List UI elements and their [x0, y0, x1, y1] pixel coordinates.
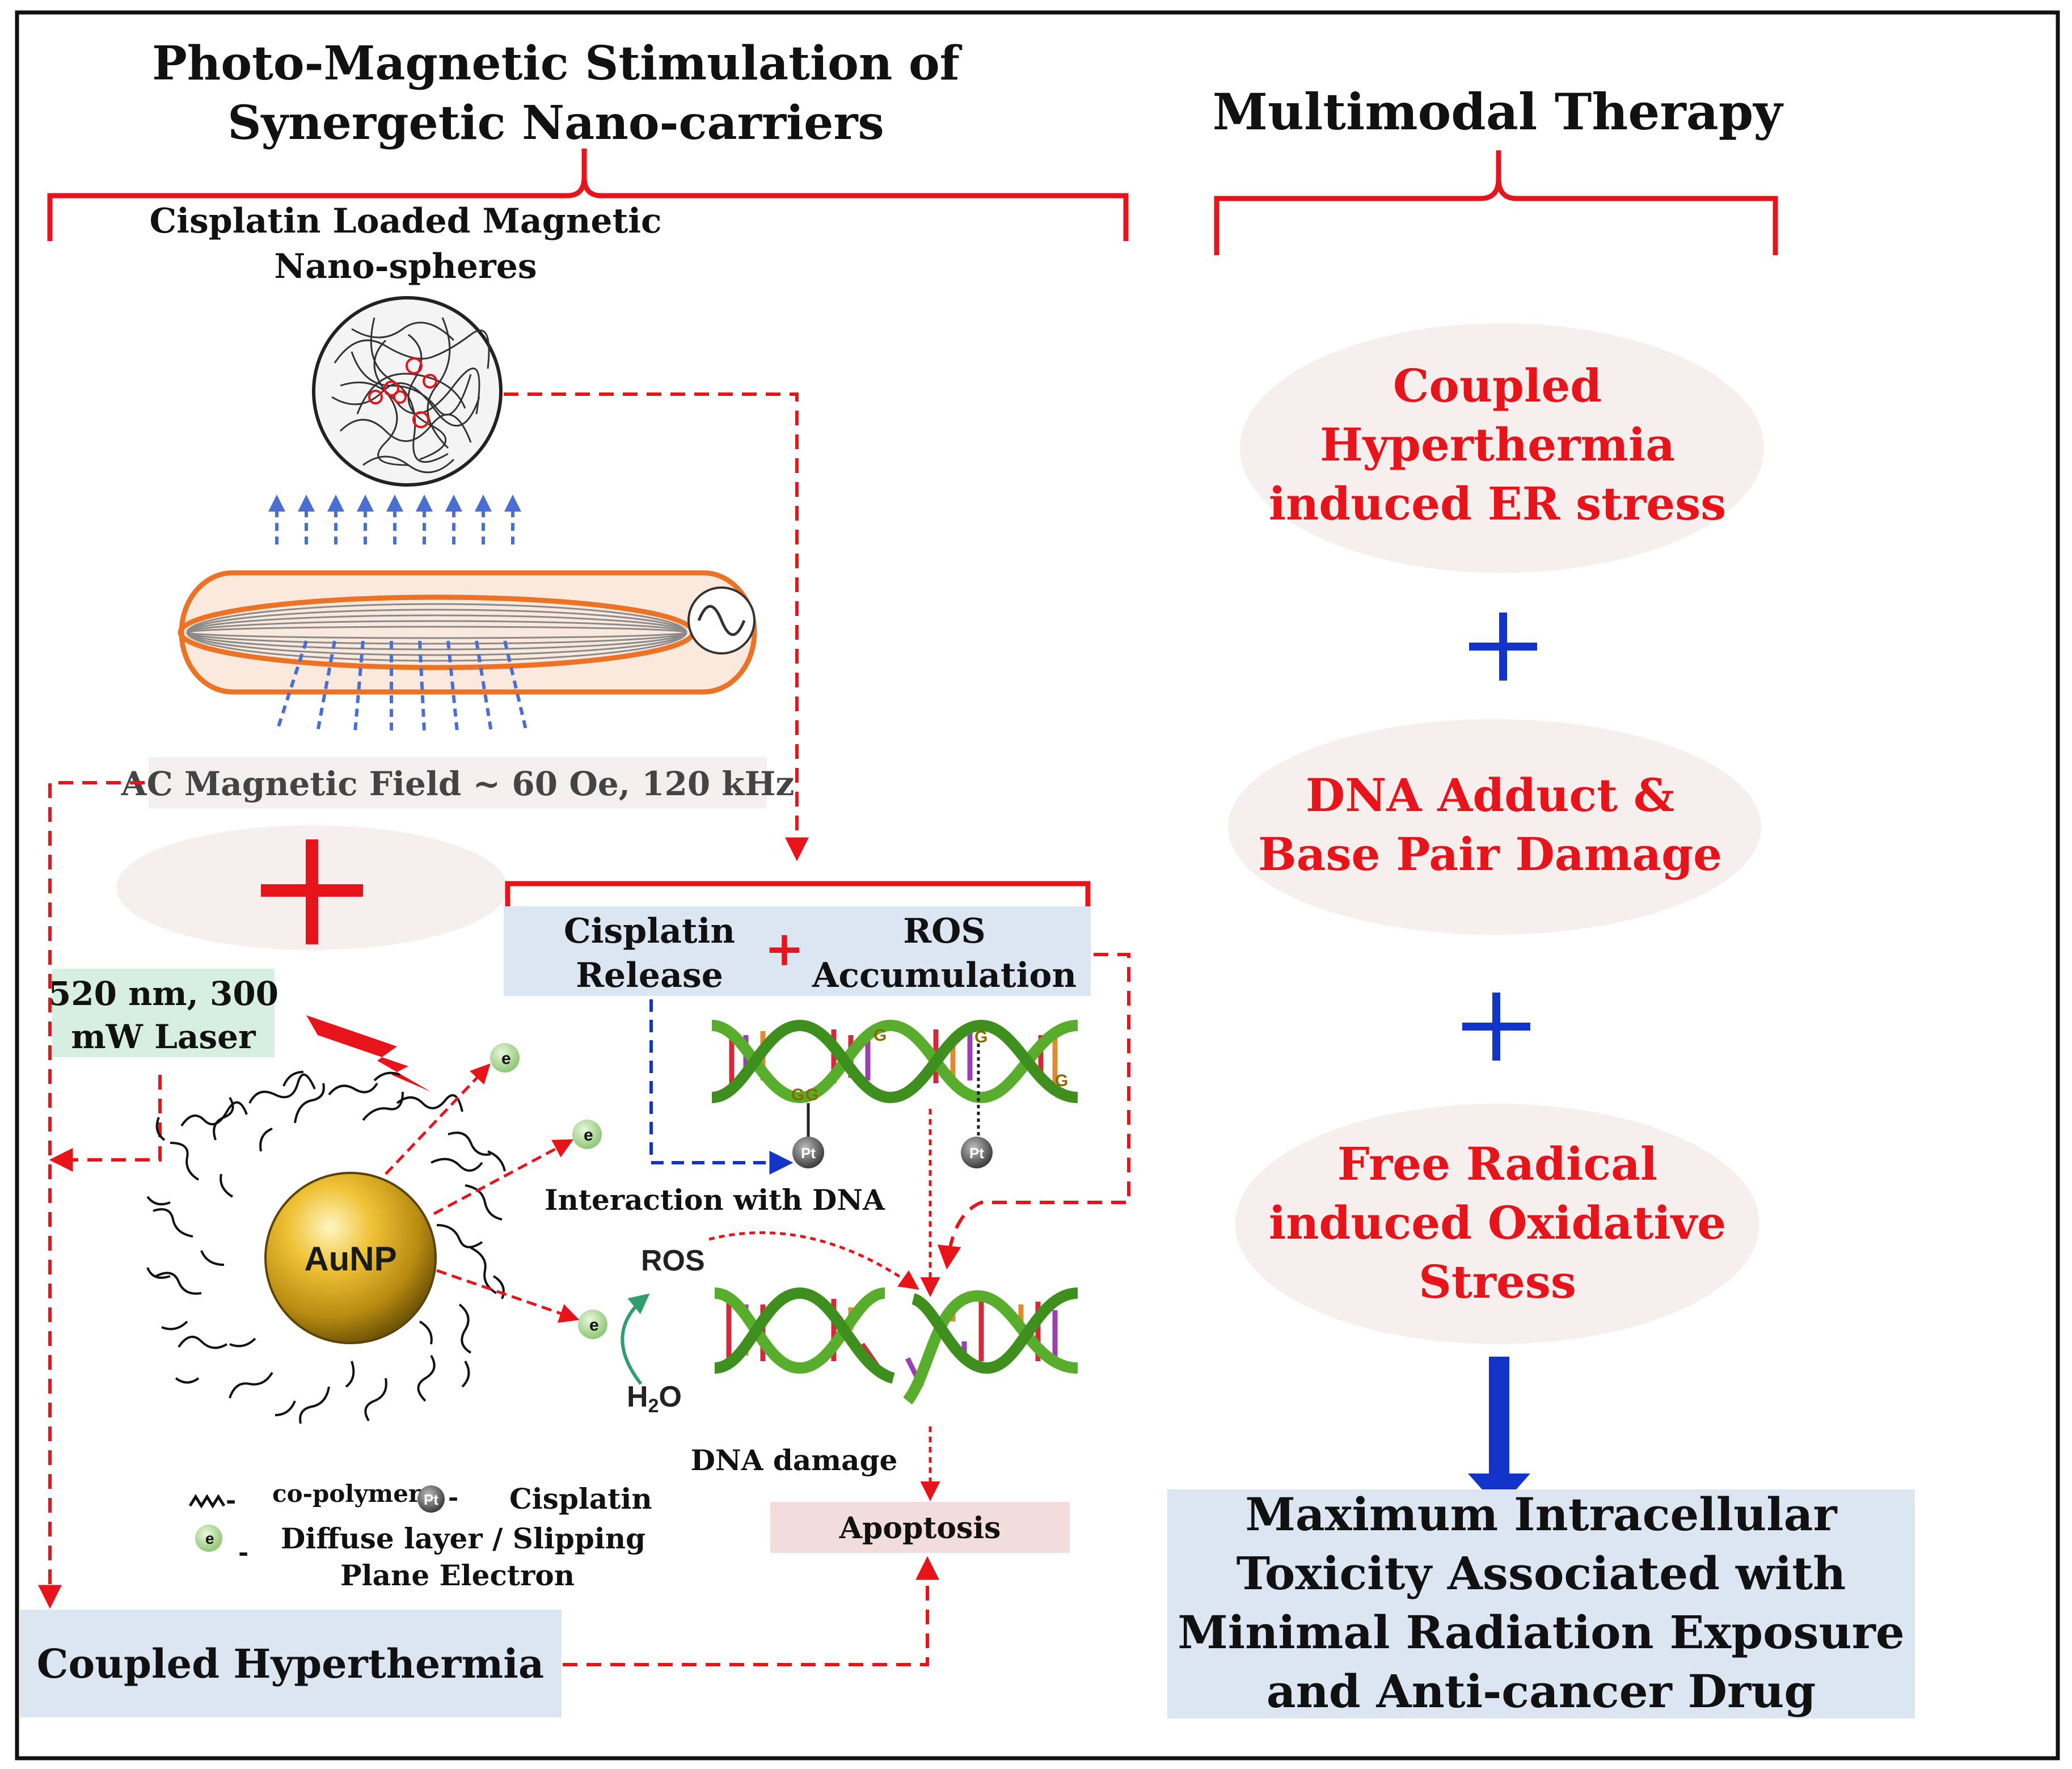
apoptosis-label: Apoptosis — [839, 1511, 1001, 1546]
laser-label-line1: 520 nm, 300 — [48, 974, 278, 1013]
dna-helix-damaged — [714, 1287, 1078, 1405]
cisplatin-bound-2 — [961, 1137, 993, 1168]
legend-copolymer-label: co-polymer — [272, 1480, 421, 1508]
release-box-plus: + — [765, 921, 804, 977]
hyperthermia-to-apoptosis-arrow — [563, 1556, 939, 1666]
apoptosis-box — [770, 1502, 1070, 1553]
laser-to-loop-arrow — [49, 1075, 162, 1172]
therapy-item-3-line3: Stress — [1419, 1255, 1576, 1308]
electron-3: e — [578, 1310, 607, 1339]
therapy-item-3-ellipse — [1235, 1104, 1759, 1344]
left-heading-line1: Photo-Magnetic Stimulation of — [152, 36, 963, 91]
interaction-label: Interaction with DNA — [545, 1183, 885, 1217]
therapy-item-1-line3: induced ER stress — [1269, 477, 1726, 530]
legend-electron-label-line2: Plane Electron — [340, 1559, 575, 1592]
outcome-line4: and Anti-cancer Drug — [1267, 1665, 1816, 1718]
legend-electron-icon: e — [195, 1525, 222, 1552]
ros-loop-arrow — [937, 953, 1130, 1270]
field-lines-up — [268, 495, 521, 544]
magnetic-field-label: AC Magnetic Field ~ 60 Oe, 120 kHz — [121, 765, 795, 803]
therapy-item-1-line1: Coupled — [1393, 359, 1602, 412]
therapy-down-arrow — [1468, 1357, 1530, 1509]
field-to-hyperthermia-arrow — [38, 781, 145, 1609]
svg-text:Pt: Pt — [969, 1145, 984, 1162]
aunp-particle: AuNP — [146, 1071, 506, 1424]
therapy-plus-2 — [1462, 993, 1530, 1061]
release-bracket — [505, 881, 1091, 907]
therapy-item-1-ellipse — [1240, 323, 1764, 573]
coupled-hyperthermia-label: Coupled Hyperthermia — [37, 1640, 545, 1687]
svg-text:Pt: Pt — [424, 1491, 438, 1508]
legend-copolymer-icon — [188, 1494, 226, 1509]
magnetic-nanosphere — [312, 296, 503, 487]
aunp-label: AuNP — [304, 1240, 396, 1278]
legend-cisplatin-icon: Pt — [417, 1485, 445, 1513]
ros-label: ROS — [641, 1244, 705, 1277]
therapy-item-2-line2: Base Pair Damage — [1258, 827, 1722, 881]
coupled-hyperthermia-box — [20, 1610, 562, 1717]
nanosphere-to-release-arrow — [504, 392, 809, 862]
therapy-item-1-line2: Hyperthermia — [1320, 418, 1675, 471]
left-heading-line2: Synergetic Nano-carriers — [227, 96, 884, 150]
nanosphere-label-line1: Cisplatin Loaded Magnetic — [149, 201, 661, 241]
electron-1: e — [490, 1043, 520, 1073]
svg-text:G: G — [873, 1026, 887, 1045]
svg-text:e: e — [584, 1126, 593, 1145]
svg-text:e: e — [589, 1316, 599, 1335]
release-box-ros-line2: Accumulation — [812, 956, 1077, 995]
therapy-plus-1 — [1469, 613, 1537, 681]
magnetic-field-label-box — [149, 757, 767, 808]
right-heading: Multimodal Therapy — [1213, 82, 1784, 141]
svg-text:G: G — [805, 1086, 818, 1104]
dna-helix-intact: G G G G G Pt Pt — [711, 1019, 1078, 1168]
h2o-label: H2O — [627, 1380, 682, 1417]
outcome-line2: Toxicity Associated with — [1237, 1547, 1846, 1600]
legend-electron-label-line1: Diffuse layer / Slipping — [281, 1522, 645, 1555]
svg-text:G: G — [791, 1086, 804, 1104]
field-lines-down — [275, 640, 528, 732]
svg-text:e: e — [501, 1049, 511, 1068]
electron-2: e — [572, 1120, 602, 1149]
release-to-dna-blue-arrow — [649, 999, 794, 1175]
svg-text:G: G — [1055, 1071, 1068, 1090]
svg-text:e: e — [205, 1530, 214, 1547]
h2o-to-ros-arrow — [621, 1293, 650, 1385]
legend-cisplatin-label: Cisplatin — [509, 1482, 652, 1515]
therapy-item-3-line1: Free Radical — [1337, 1137, 1658, 1190]
laser-bolt-icon — [306, 1015, 431, 1092]
cisplatin-bound-1 — [792, 1137, 824, 1168]
outcome-line3: Minimal Radiation Exposure — [1178, 1606, 1904, 1659]
outer-frame — [15, 10, 2060, 1760]
release-box-ros-line1: ROS — [903, 911, 985, 951]
therapy-item-2-ellipse — [1228, 719, 1761, 935]
legend-electron-dash: - — [238, 1538, 248, 1567]
red-plus-sign — [261, 839, 363, 944]
svg-text:Pt: Pt — [801, 1145, 816, 1162]
release-box-cisplatin-line2: Release — [576, 956, 723, 995]
electron-emission-arrows — [385, 1063, 580, 1323]
release-box — [504, 906, 1091, 996]
magnetic-coil — [178, 570, 757, 695]
right-bracket — [1214, 150, 1778, 255]
release-box-cisplatin-line1: Cisplatin — [564, 911, 735, 951]
left-bracket — [47, 149, 1129, 241]
nanosphere-label-line2: Nano-spheres — [274, 247, 537, 286]
dna-damage-label: DNA damage — [691, 1443, 898, 1477]
legend-cisplatin-dash: - — [448, 1483, 458, 1512]
outcome-line1: Maximum Intracellular — [1245, 1488, 1837, 1541]
laser-label-box — [52, 969, 275, 1057]
svg-text:G: G — [974, 1028, 988, 1046]
ros-to-dna-arrow — [708, 1231, 919, 1290]
laser-label-line2: mW Laser — [71, 1018, 256, 1056]
outcome-box — [1167, 1489, 1915, 1719]
therapy-item-3-line2: induced Oxidative — [1269, 1196, 1726, 1249]
therapy-item-2-line1: DNA Adduct & — [1306, 769, 1674, 822]
legend-copolymer-dash: - — [226, 1486, 236, 1515]
